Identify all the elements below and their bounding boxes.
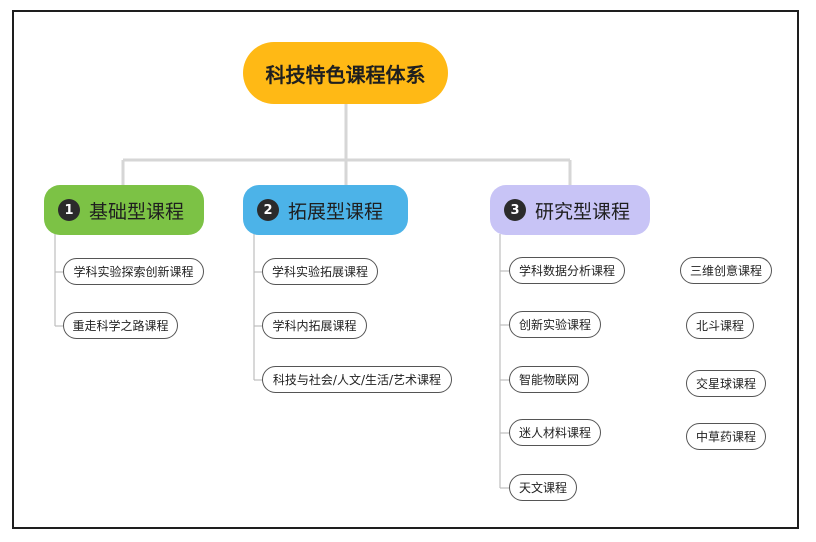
course-item: 学科内拓展课程: [262, 312, 367, 339]
course-item: 迷人材料课程: [509, 419, 601, 446]
course-item: 创新实验课程: [509, 311, 601, 338]
category-label: 基础型课程: [89, 200, 185, 223]
course-item: 学科实验探索创新课程: [63, 258, 204, 285]
course-item: 科技与社会/人文/生活/艺术课程: [262, 366, 452, 393]
category-number-badge: 3: [504, 199, 526, 221]
course-item: 三维创意课程: [680, 257, 772, 284]
category-basic: 1 基础型课程: [44, 185, 204, 235]
course-item: 交星球课程: [686, 370, 766, 397]
course-item: 中草药课程: [686, 423, 766, 450]
category-label: 研究型课程: [535, 200, 631, 223]
course-item: 天文课程: [509, 474, 577, 501]
category-label: 拓展型课程: [288, 200, 384, 223]
category-research: 3 研究型课程: [490, 185, 650, 235]
course-item: 重走科学之路课程: [63, 312, 178, 339]
course-item: 智能物联网: [509, 366, 589, 393]
category-extension: 2 拓展型课程: [243, 185, 408, 235]
course-item: 北斗课程: [686, 312, 754, 339]
category-number-badge: 1: [58, 199, 80, 221]
root-label: 科技特色课程体系: [265, 62, 426, 87]
course-item: 学科数据分析课程: [509, 257, 625, 284]
root-node: 科技特色课程体系: [243, 42, 448, 104]
course-item: 学科实验拓展课程: [262, 258, 378, 285]
category-number-badge: 2: [257, 199, 279, 221]
